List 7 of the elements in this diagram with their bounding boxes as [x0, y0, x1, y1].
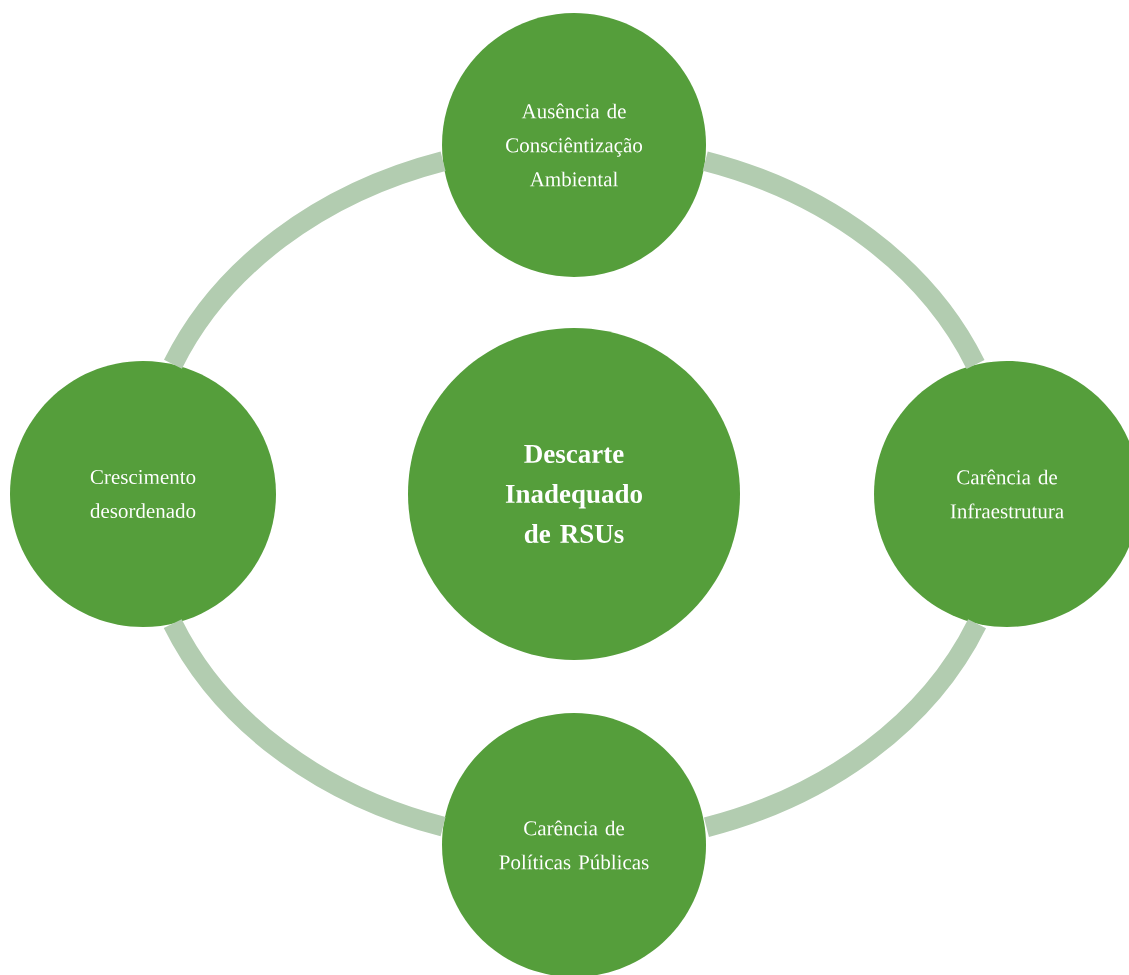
ring-segment	[702, 151, 985, 370]
ring-segment	[703, 619, 986, 837]
circle-node: Descarte Inadequado de RSUs	[408, 328, 740, 660]
circle-node: Ausência de Consciêntização Ambiental	[442, 13, 706, 277]
circle-node: Crescimento desordenado	[10, 361, 276, 627]
ring-segment	[164, 151, 446, 370]
ring-segment	[163, 618, 446, 837]
